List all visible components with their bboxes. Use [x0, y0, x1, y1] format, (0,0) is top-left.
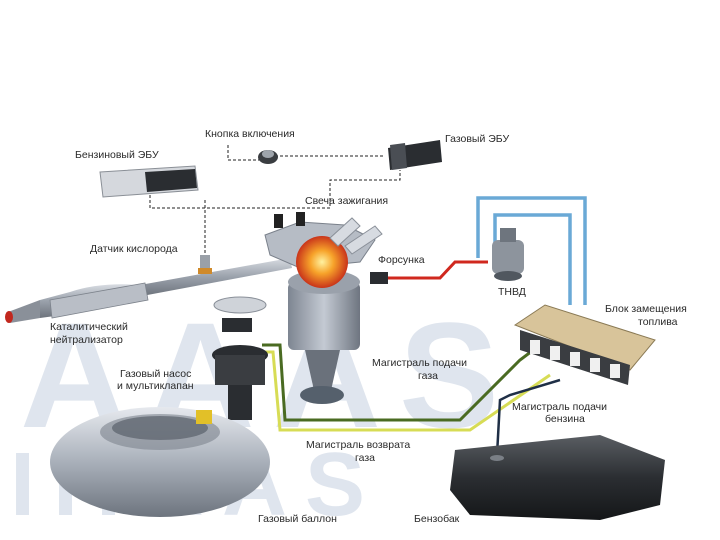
label-petrol-tank: Бензобак	[414, 514, 459, 525]
label-injector: Форсунка	[378, 255, 425, 266]
hp-pump	[492, 228, 524, 281]
label-button: Кнопка включения	[205, 129, 295, 140]
label-catalyst-2: нейтрализатор	[50, 335, 123, 346]
label-gas-supply-1: Магистраль подачи	[372, 358, 467, 369]
label-gas-pump-1: Газовый насос	[120, 369, 191, 380]
label-petrol-supply-1: Магистраль подачи	[512, 402, 607, 413]
label-switch-block-1: Блок замещения	[605, 304, 687, 315]
label-gas-ecu: Газовый ЭБУ	[445, 134, 509, 145]
label-gas-return-1: Магистраль возврата	[306, 440, 410, 451]
fuel-switch-block	[515, 305, 655, 385]
label-gas-supply-2: газа	[418, 371, 438, 382]
label-hp-pump: ТНВД	[498, 287, 526, 298]
label-gas-tank: Газовый баллон	[258, 514, 337, 525]
label-petrol-ecu: Бензиновый ЭБУ	[75, 150, 159, 161]
label-catalyst-1: Каталитический	[50, 322, 128, 333]
label-o2-sensor: Датчик кислорода	[90, 244, 178, 255]
gas-pump-multivalve	[212, 297, 268, 420]
switch-button	[258, 150, 278, 164]
catalytic-converter	[5, 258, 292, 323]
label-gas-return-2: газа	[355, 453, 375, 464]
gas-tank	[50, 407, 270, 517]
petrol-tank	[450, 435, 665, 520]
label-spark-plug: Свеча зажигания	[305, 196, 388, 207]
label-petrol-supply-2: бензина	[545, 414, 585, 425]
label-switch-block-2: топлива	[638, 317, 678, 328]
oxygen-sensor	[198, 255, 212, 274]
label-gas-pump-2: и мультиклапан	[117, 381, 194, 392]
petrol-ecu	[100, 166, 198, 197]
gas-ecu	[388, 140, 442, 170]
